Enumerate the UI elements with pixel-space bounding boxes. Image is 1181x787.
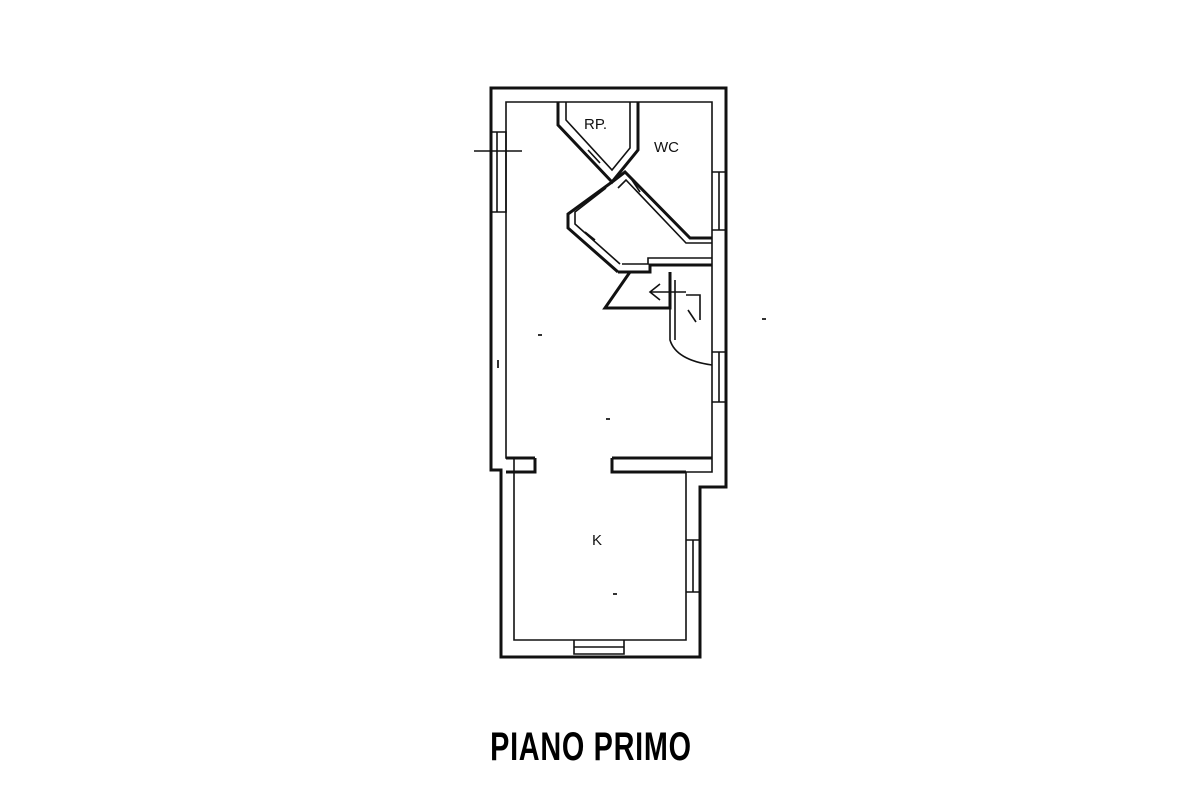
room-label-k: K <box>592 532 602 549</box>
left-window <box>474 131 522 213</box>
kitchen-window-right <box>686 539 701 593</box>
right-window-top <box>712 171 727 231</box>
outer-walls <box>489 86 728 659</box>
kitchen-partition <box>506 456 712 474</box>
hall-walls <box>566 180 712 274</box>
staircase <box>602 271 713 366</box>
plan-title: PIANO PRIMO <box>490 725 692 769</box>
room-label-wc: WC <box>654 139 679 156</box>
closet-walls <box>556 102 640 185</box>
wc-walls <box>611 102 712 244</box>
kitchen-window-bottom <box>573 640 625 655</box>
plan-marks <box>497 318 766 595</box>
room-label-rp: RP. <box>584 116 607 133</box>
right-window-mid <box>712 351 727 403</box>
